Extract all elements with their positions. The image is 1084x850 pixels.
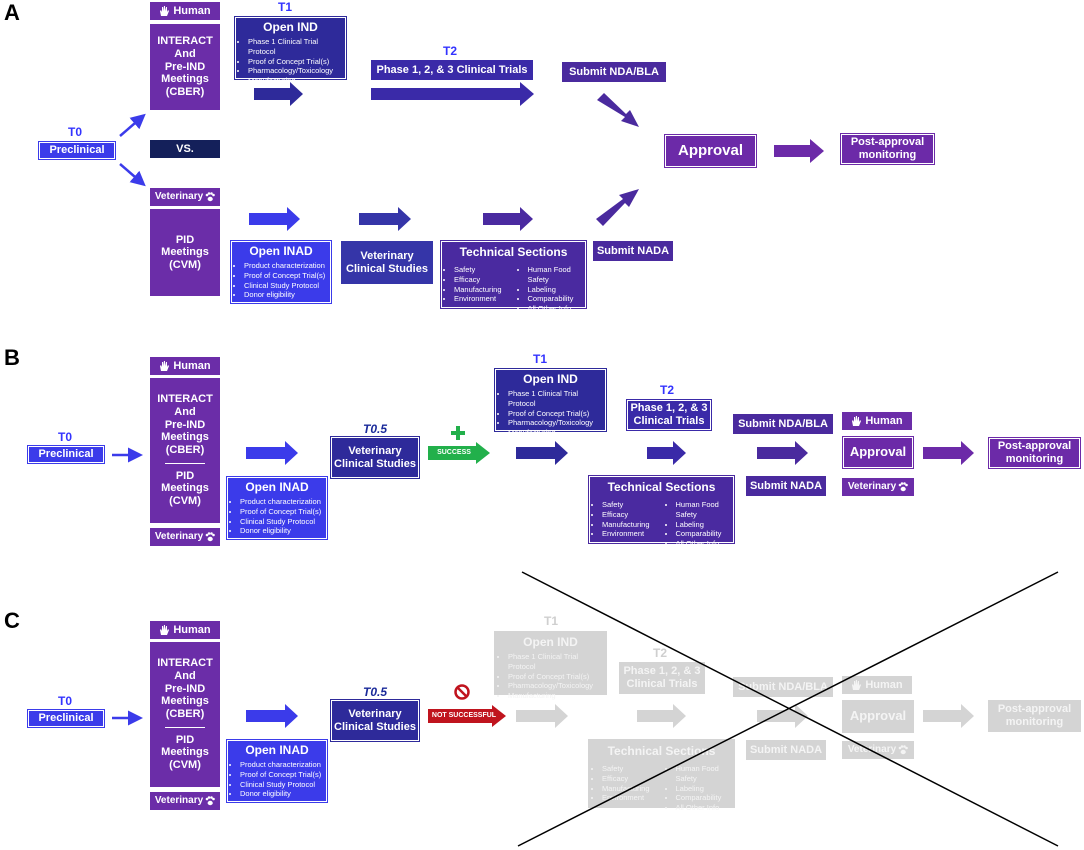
open-ind-box-c: Open IND Phase 1 Clinical Trial Protocol… [494,631,607,700]
divider [165,462,205,464]
not-successful-arrow [428,705,506,727]
submit-nda-box-b: Submit NDA/BLA [733,414,833,434]
success-label: SUCCESS [437,449,471,456]
technical-sections-box-c: Technical Sections SafetyEfficacyManufac… [588,739,735,812]
t0-label-a: T0 [67,125,82,139]
not-successful-label: NOT SUCCESSFUL [431,712,497,719]
hand-icon [160,360,170,371]
arrow-a-vet3 [483,207,533,231]
t0-label-c: T0 [57,694,72,708]
panel-label-c: C [4,608,20,633]
connector-down-a [119,163,146,187]
hand-icon [160,624,170,635]
veterinary-label-b: Veterinary [150,528,220,546]
submit-nda-box-c: Submit NDA/BLA [733,677,833,697]
panel-label-a: A [4,0,20,25]
arrow-b-4 [757,441,808,465]
human-label-b: Human [150,357,220,375]
technical-sections-box-a: Technical Sections SafetyEfficacyManufac… [440,240,587,313]
hand-icon [852,415,862,426]
submit-nada-box-b: Submit NADA [746,476,826,496]
divider [165,726,205,728]
paw-icon [205,532,215,542]
arrow-c-4 [757,704,808,728]
open-ind-box-a: Open IND Phase 1 Clinical Trial Protocol… [234,16,347,85]
hand-icon [160,5,170,16]
human-label-c2: Human [842,676,912,694]
success-arrow [428,442,490,464]
preclinical-box-b: Preclinical [27,445,105,464]
t2-label-b: T2 [659,383,674,397]
open-inad-box-a: Open INAD Product characterizationProof … [230,240,332,304]
plus-icon [451,426,465,440]
phase-trials-box-a: Phase 1, 2, & 3 Clinical Trials [371,60,533,80]
arrow-b-3 [647,441,686,465]
open-inad-box-b: Open INAD Product characterizationProof … [226,476,328,540]
veterinary-label-c2: Veterinary [842,741,914,759]
veterinary-label-a: Veterinary [150,188,220,206]
vs-box-a: VS. [150,140,220,158]
t1-label-a: T1 [277,0,292,14]
approval-box-c: Approval [842,700,914,733]
arrow-a-approval [774,139,824,163]
arrow-c-3 [637,704,686,728]
submit-nada-box-c: Submit NADA [746,740,826,760]
arrow-c-2 [516,704,568,728]
t1-label-b: T1 [532,352,547,366]
approval-box-a: Approval [664,134,757,168]
arrow-b-5 [923,441,974,465]
t0-label-b: T0 [57,430,72,444]
open-inad-box-c: Open INAD Product characterizationProof … [226,739,328,803]
arrow-c-5 [923,704,974,728]
technical-sections-box-b: Technical Sections SafetyEfficacyManufac… [588,475,735,548]
arrow-a-vet1 [249,207,300,231]
human-label-a: Human [150,2,220,20]
approval-box-b: Approval [842,436,914,469]
paw-icon [898,482,908,492]
t2-label-a: T2 [442,44,457,58]
arrow-a-vet2 [359,207,411,231]
submit-nda-box-a: Submit NDA/BLA [562,62,666,82]
t05-label-b: T0.5 [362,422,387,436]
arrow-c-1 [246,704,298,728]
veterinary-label-b2: Veterinary [842,478,914,496]
arrow-a-nada [596,189,639,226]
arrow-b-2 [516,441,568,465]
hand-icon [852,679,862,690]
paw-icon [205,796,215,806]
arrow-b-1 [246,441,298,465]
t05-label-c: T0.5 [362,685,387,699]
preclinical-box-c: Preclinical [27,709,105,728]
human-label-b2: Human [842,412,912,430]
arrow-a-2 [371,82,534,106]
t2-label-c: T2 [652,646,667,660]
panel-label-b: B [4,345,20,370]
prohibited-icon [454,684,470,700]
submit-nada-box-a: Submit NADA [593,241,673,261]
preclinical-box-a: Preclinical [38,141,116,160]
paw-icon [205,192,215,202]
paw-icon [898,745,908,755]
human-label-c: Human [150,621,220,639]
veterinary-label-c: Veterinary [150,792,220,810]
arrow-a-nda [597,93,639,127]
connector-up-a [119,113,146,137]
t1-label-c: T1 [543,614,558,628]
open-ind-box-b: Open IND Phase 1 Clinical Trial Protocol… [494,368,607,437]
